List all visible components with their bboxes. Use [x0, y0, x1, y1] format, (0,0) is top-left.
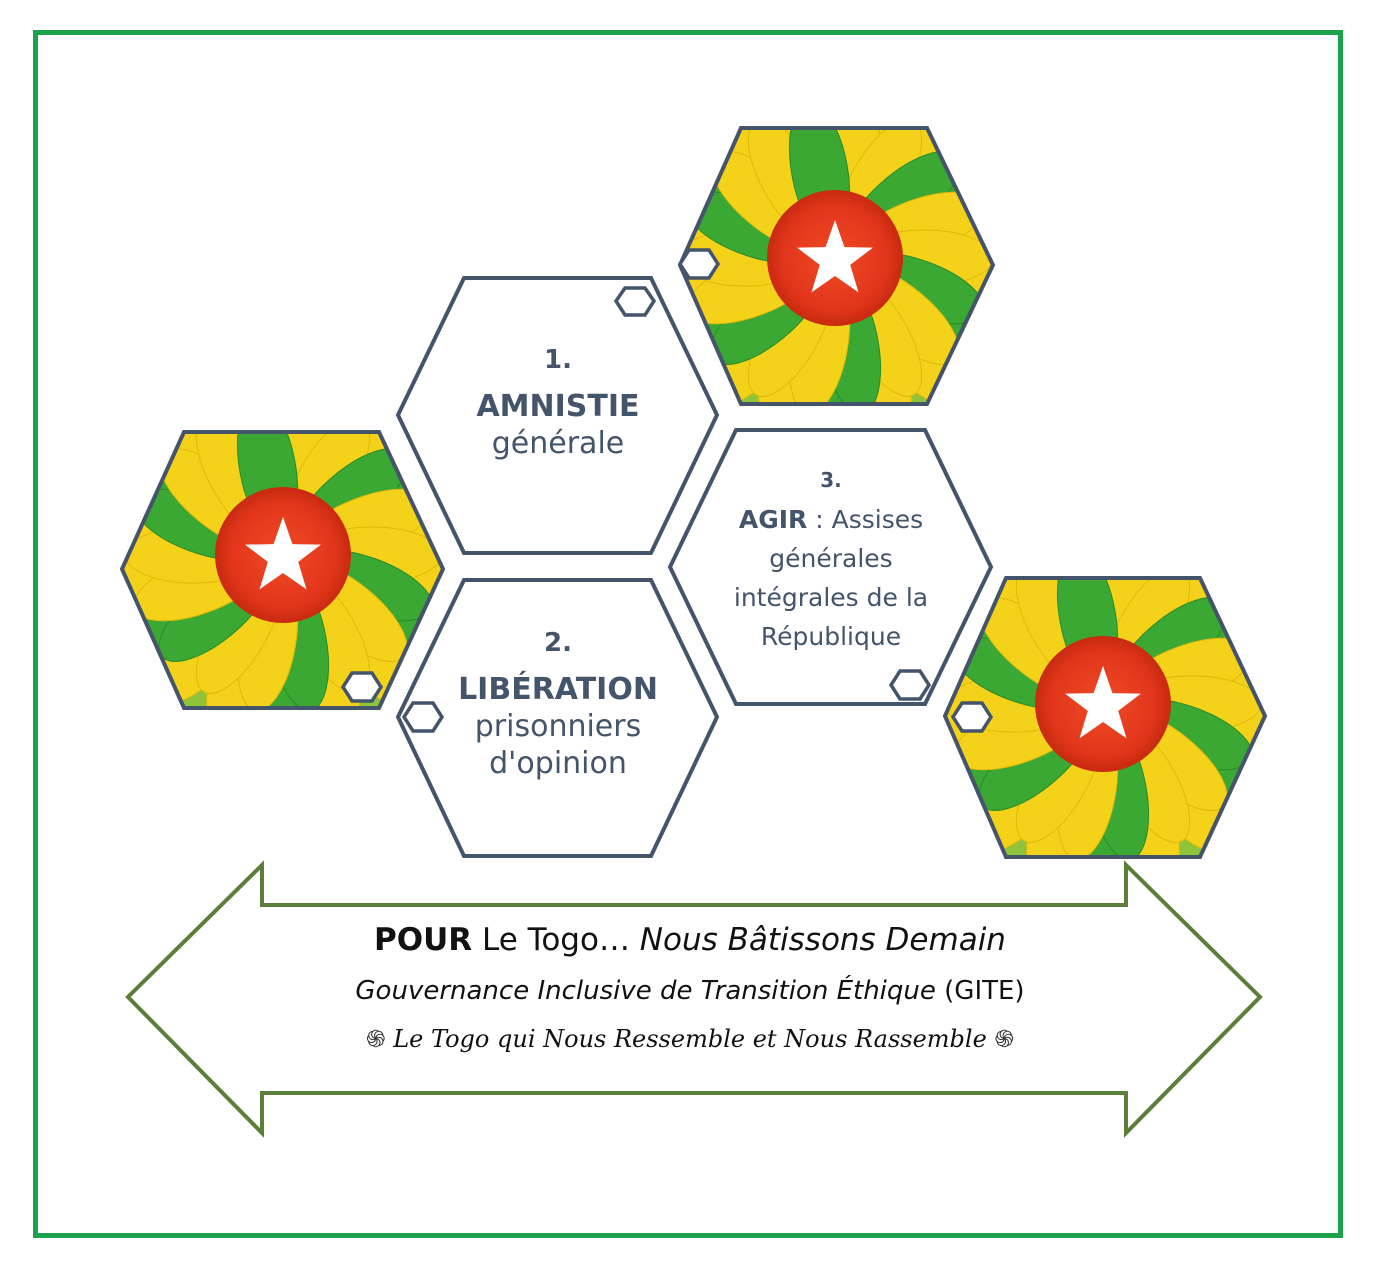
banner-gite-acronym: (GITE) — [935, 976, 1025, 1006]
hexagon-agir — [667, 428, 994, 706]
step-subtitle-line2: d'opinion — [489, 746, 627, 781]
page-frame — [33, 30, 1343, 1238]
hexagon-amnistie-text: 1. AMNISTIE générale — [440, 345, 676, 461]
banner-line-3: ֍ Le Togo qui Nous Ressemble et Nous Ras… — [220, 1022, 1160, 1055]
star-icon — [797, 220, 873, 293]
banner-line-1: POUR Le Togo… Nous Bâtissons Demain — [220, 922, 1160, 958]
small-hexagon-icon — [950, 701, 994, 733]
banner-line-2: Gouvernance Inclusive de Transition Éthi… — [220, 976, 1160, 1006]
sunflower-left-border — [119, 430, 446, 710]
step-title: LIBÉRATION — [458, 672, 658, 707]
step-line4: République — [760, 622, 902, 651]
star-icon — [1065, 666, 1141, 739]
swirl-icon: ֍ — [365, 1025, 386, 1053]
step-line3: intégrales de la — [733, 583, 929, 612]
banner-slogan: Nous Bâtissons Demain — [639, 922, 1006, 958]
hexagon-liberation — [395, 578, 720, 858]
step-title-suffix: : Assises — [807, 505, 924, 534]
step-line2: générales — [769, 544, 893, 573]
sunflower-top — [680, 128, 993, 404]
swirl-icon: ֍ — [994, 1025, 1015, 1053]
banner-pour: POUR — [374, 922, 473, 958]
small-hexagon-icon — [888, 669, 932, 701]
small-hexagon-icon — [401, 701, 445, 733]
small-hexagon-icon — [677, 248, 721, 280]
small-hexagon-icon — [340, 671, 384, 703]
step-number: 1. — [544, 345, 572, 375]
step-subtitle: générale — [491, 426, 625, 461]
step-title: AMNISTIE — [476, 389, 640, 424]
double-arrow-banner — [125, 860, 1263, 1138]
hexagon-amnistie — [395, 276, 720, 555]
banner-line1-rest: Le Togo… — [472, 922, 640, 958]
step-title-line: AGIR : Assises — [700, 500, 962, 539]
hexagon-agir-text: 3. AGIR : Assises générales intégrales d… — [700, 466, 962, 656]
step-number: 3. — [820, 468, 842, 492]
sunflower-right — [945, 578, 1265, 857]
sunflower-right-border — [942, 576, 1268, 859]
hexagon-liberation-text: 2. LIBÉRATION prisonniers d'opinion — [430, 628, 686, 781]
star-icon — [245, 517, 321, 590]
step-number: 2. — [544, 628, 572, 658]
step-title: AGIR — [738, 505, 808, 534]
step-subtitle-line1: prisonniers — [474, 709, 642, 744]
banner-motto: Le Togo qui Nous Ressemble et Nous Rasse… — [393, 1025, 987, 1053]
small-hexagon-icon — [613, 286, 657, 317]
banner-gite-name: Gouvernance Inclusive de Transition Éthi… — [355, 976, 936, 1006]
sunflower-left — [122, 432, 443, 708]
